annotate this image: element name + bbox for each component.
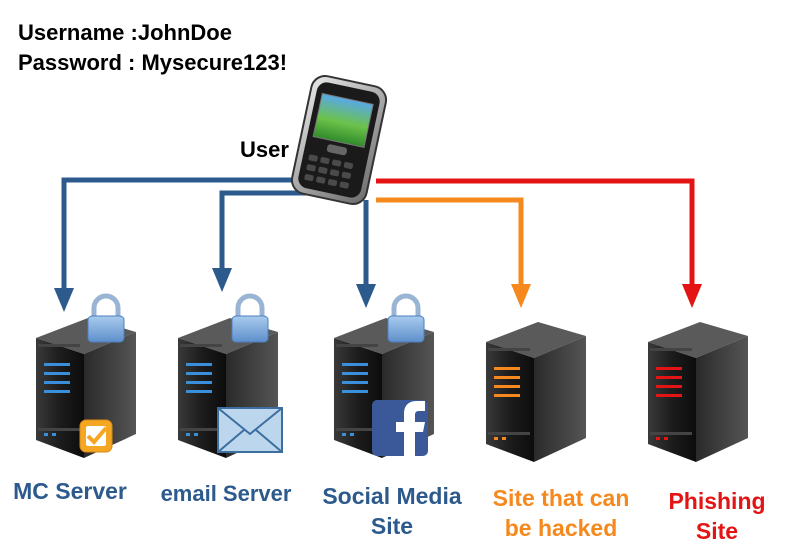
line-to-email-server — [219, 190, 316, 272]
social-media-server-icon — [334, 318, 434, 458]
lock-icon — [87, 293, 125, 343]
arrow-email-server — [212, 268, 232, 292]
hackable-site-label: Site that can be hacked — [492, 485, 630, 541]
smartphone-icon — [290, 75, 388, 205]
line-to-phishing-site — [376, 178, 695, 288]
email-server-label: email Server — [160, 481, 292, 506]
mc-server-icon — [36, 318, 136, 458]
lock-icon — [387, 293, 425, 343]
username-text: Username :JohnDoe — [18, 20, 232, 45]
user-label: User — [240, 137, 289, 162]
facebook-icon — [372, 400, 428, 456]
lock-icon — [231, 293, 269, 343]
arrow-social-site — [356, 284, 376, 308]
checkbox-icon — [79, 419, 113, 453]
envelope-icon — [217, 407, 283, 453]
password-text: Password : Mysecure123! — [18, 50, 288, 75]
phishing-site-label: Phishing Site — [668, 488, 766, 544]
credentials-block: Username :JohnDoe Password : Mysecure123… — [18, 18, 287, 78]
arrowheads — [54, 268, 702, 312]
social-media-site-label: Social Media Site — [322, 483, 462, 539]
arrow-mc-server — [54, 288, 74, 312]
arrow-phishing-site — [682, 284, 702, 308]
mc-server-label: MC Server — [13, 478, 127, 504]
arrow-hackable-site — [511, 284, 531, 308]
line-to-mc-server — [61, 177, 308, 292]
email-server-icon — [178, 318, 278, 458]
hackable-server-icon — [486, 322, 586, 462]
trusted-connections — [61, 177, 369, 292]
line-to-hackable-site — [376, 197, 524, 288]
phishing-server-icon — [648, 322, 748, 462]
